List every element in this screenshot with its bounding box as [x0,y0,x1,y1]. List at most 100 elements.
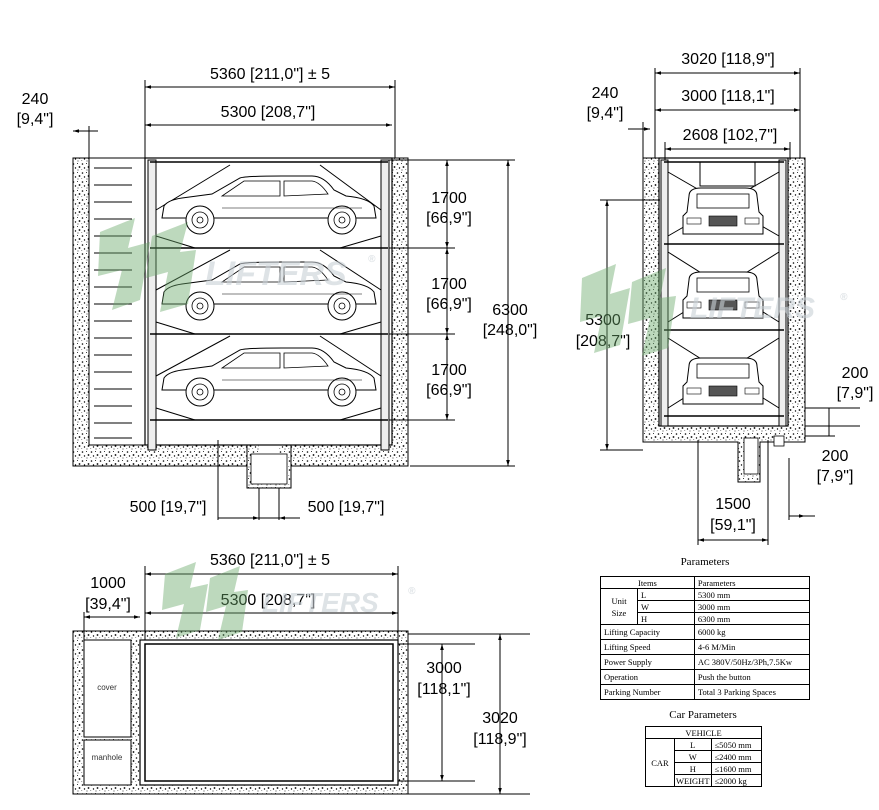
car-parameters-title: Car Parameters [669,709,737,721]
total-height: 6300 [492,302,528,319]
watermark-logo-front: LIFTERS ® [98,218,376,312]
table-row: WEIGHT ≤2000 kg [646,774,763,787]
table-row: Items Parameters [600,576,811,589]
unit-label: Unit [611,595,627,606]
table-row: VEHICLE [645,726,762,739]
table-row: Operation Push the button [600,669,811,685]
watermark-text-plan: LIFTERS [262,587,379,618]
car-weight-value: ≤2000 kg [710,774,763,787]
watermark-reg-plan: ® [408,586,416,597]
watermark-logo-side: LIFTERS ® [580,264,848,356]
table-row: W ≤2400 mm [646,750,763,763]
side-dimensions [600,68,860,545]
w-value: 3000 mm [693,600,811,613]
side-right-dim-2: 200 [822,448,849,465]
plan-inner-width: 5300 [208,7"] [221,592,316,609]
front-outer-width: 5360 [211,0"] ± 5 [210,66,330,83]
plan-depth-inner: 3000 [426,660,462,677]
side-pit-width: 1500 [715,496,751,513]
plan-depth-inner-in: [118,1"] [417,681,470,698]
total-height-in: [248,0"] [483,322,538,339]
plan-dimensions [83,566,530,795]
car-w-value: ≤2400 mm [710,750,763,763]
parameters-table: Items Parameters Unit Size L 5300 mm W 3… [600,576,811,700]
front-left-wall: 240 [22,91,49,108]
car-h-value: ≤1600 mm [710,762,763,775]
side-height: 5300 [585,312,621,329]
table-row: H 6300 mm [601,612,811,625]
watermark-text-front: LIFTERS [205,255,347,293]
table-row: CAR L ≤5050 mm [645,738,763,787]
row-value: 4-6 M/Min [693,639,811,655]
watermark-reg-side: ® [840,292,848,303]
row-value: Total 3 Parking Spaces [693,684,811,700]
plan-depth-outer: 3020 [482,710,518,727]
level2-height-in: [66,9"] [426,296,472,313]
side-right-dim-1-in: [7,9"] [837,385,874,402]
h-label: H [637,612,695,625]
row-key: Lifting Capacity [600,624,695,640]
l-label: L [637,588,695,601]
level3-height-in: [66,9"] [426,382,472,399]
parameters-title: Parameters [680,556,730,568]
row-key: Lifting Speed [600,639,695,655]
cover-label: cover [97,683,117,692]
pit-right-dim: 500 [19,7"] [308,499,385,516]
car-l-value: ≤5050 mm [710,738,763,751]
watermark-text-side: LIFTERS [690,292,815,325]
car-parameters-table: VEHICLE CAR L ≤5050 mm W ≤2400 mm H ≤160… [645,726,763,787]
table-row: Lifting Speed 4-6 M/Min [600,639,811,655]
vehicle-header: VEHICLE [645,726,762,739]
plan-view [72,630,409,795]
row-key: Parking Number [600,684,695,700]
unit-size-label: Unit Size [600,588,638,625]
front-elevation [72,157,409,489]
front-dimensions [73,80,515,520]
front-left-wall-in: [9,4"] [17,111,54,128]
l-value: 5300 mm [693,588,811,601]
front-inner-width: 5300 [208,7"] [221,104,316,121]
car-label: CAR [645,738,675,787]
header-items: Items [600,576,695,589]
row-key: Power Supply [600,654,695,670]
size-label: Size [611,607,627,618]
side-right-dim-1: 200 [842,365,869,382]
table-row: Power Supply AC 380V/50Hz/3Ph,7.5Kw [600,654,811,670]
table-row: Unit Size L 5300 mm [600,588,811,625]
side-outer-width: 3020 [118,9"] [681,51,774,68]
side-inner-width: 2608 [102,7"] [683,127,778,144]
row-value: AC 380V/50Hz/3Ph,7.5Kw [693,654,811,670]
car-weight-label: WEIGHT [674,774,712,787]
row-value: Push the button [693,669,811,685]
plan-depth-outer-in: [118,9"] [473,731,526,748]
header-parameters: Parameters [693,576,811,589]
side-left-wall: 240 [592,85,619,102]
car-w-label: W [674,750,712,763]
row-key: Operation [600,669,695,685]
side-mid-width: 3000 [118,1"] [681,88,774,105]
pit-left-dim: 500 [19,7"] [130,499,207,516]
plan-left-width: 1000 [90,575,126,592]
car-h-label: H [674,762,712,775]
level1-height-in: [66,9"] [426,210,472,227]
level2-height: 1700 [431,276,467,293]
table-row: Lifting Capacity 6000 kg [600,624,811,640]
car-l-label: L [674,738,712,751]
side-left-wall-in: [9,4"] [587,105,624,122]
side-height-in: [208,7"] [576,333,631,350]
side-pit-width-in: [59,1"] [710,517,756,534]
level1-height: 1700 [431,190,467,207]
side-elevation [642,157,806,483]
side-right-dim-2-in: [7,9"] [817,468,854,485]
h-value: 6300 mm [693,612,811,625]
plan-left-width-in: [39,4"] [85,596,131,613]
watermark-reg-front: ® [368,254,376,265]
w-label: W [637,600,695,613]
table-row: Parking Number Total 3 Parking Spaces [600,684,811,700]
manhole-label: manhole [92,753,123,762]
plan-outer-width: 5360 [211,0"] ± 5 [210,552,330,569]
watermark-logo-plan: LIFTERS ® [162,562,416,640]
row-value: 6000 kg [693,624,811,640]
level3-height: 1700 [431,362,467,379]
